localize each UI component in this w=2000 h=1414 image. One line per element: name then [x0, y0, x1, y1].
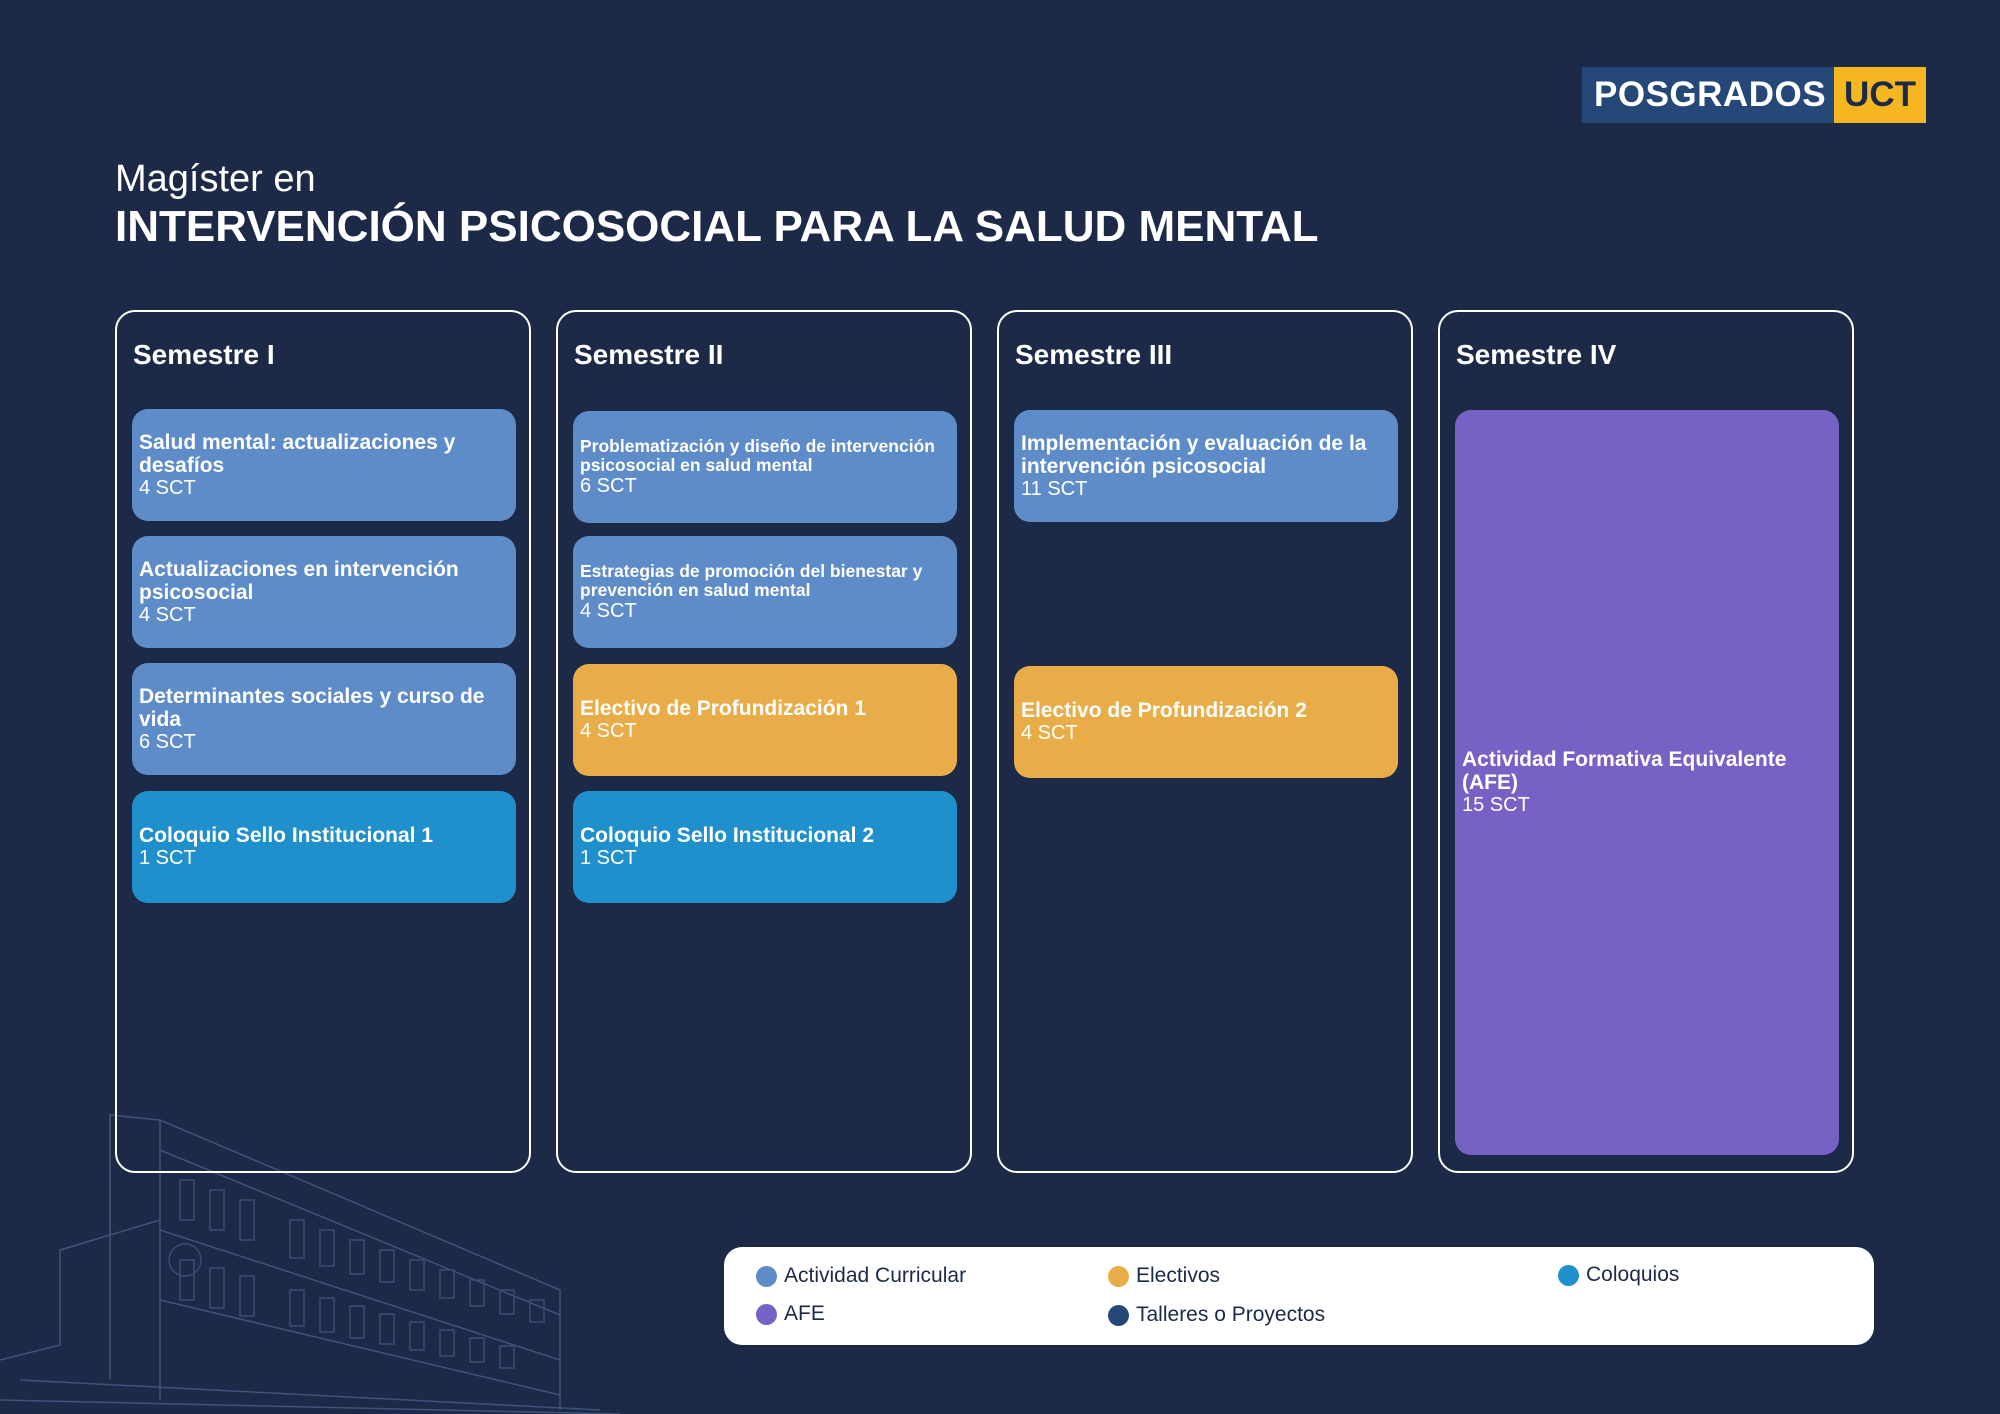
course-name: Electivo de Profundización 2: [1021, 699, 1307, 722]
course-card: Coloquio Sello Institucional 2 1 SCT: [573, 791, 957, 903]
legend-dot-icon: [1108, 1304, 1129, 1326]
course-credits: 1 SCT: [139, 847, 196, 869]
course-card: Implementación y evaluación de la interv…: [1014, 410, 1398, 522]
course-card: Actualizaciones en intervención psicosoc…: [132, 536, 516, 648]
course-credits: 4 SCT: [139, 603, 196, 626]
course-name: Actualizaciones en intervención psicosoc…: [139, 557, 459, 604]
course-credits: 4 SCT: [139, 476, 196, 499]
course-name: Implementación y evaluación de la interv…: [1021, 431, 1367, 478]
semester-1-column: Semestre I Salud mental: actualizaciones…: [115, 310, 531, 1173]
course-credits: 4 SCT: [580, 720, 637, 742]
course-credits: 11 SCT: [1021, 477, 1088, 500]
course-credits: 4 SCT: [580, 599, 637, 622]
course-card: Determinantes sociales y curso de vida 6…: [132, 663, 516, 775]
course-name: Estrategias de promoción del bienestar y…: [580, 560, 923, 600]
legend-label: Talleres o Proyectos: [1136, 1303, 1326, 1326]
legend-dot-icon: [756, 1265, 777, 1287]
legend-label: AFE: [784, 1302, 825, 1325]
legend-item-electivos: Electivos: [1108, 1264, 1220, 1288]
program-title: INTERVENCIÓN PSICOSOCIAL PARA LA SALUD M…: [115, 202, 1319, 251]
semester-title: Semestre II: [574, 339, 724, 370]
course-credits: 6 SCT: [139, 730, 196, 753]
program-title-prefix: Magíster en: [115, 158, 316, 200]
course-card: Estrategias de promoción del bienestar y…: [573, 536, 957, 648]
course-credits: 1 SCT: [580, 847, 637, 869]
semester-title: Semestre I: [133, 339, 275, 370]
legend-item-talleres: Talleres o Proyectos: [1108, 1303, 1325, 1327]
logo-text-uct: UCT: [1834, 67, 1926, 123]
legend-label: Coloquios: [1586, 1263, 1680, 1286]
course-card: Problematización y diseño de intervenció…: [573, 411, 957, 523]
semester-3-column: Semestre III Implementación y evaluación…: [997, 310, 1413, 1173]
building-illustration: [0, 1114, 620, 1414]
legend-dot-icon: [1108, 1265, 1129, 1287]
legend-item-afe: AFE: [756, 1302, 825, 1326]
course-name: Coloquio Sello Institucional 1: [139, 824, 434, 847]
course-name: Salud mental: actualizaciones y desafíos: [139, 430, 456, 477]
legend: Actividad Curricular Electivos Coloquios…: [724, 1247, 1874, 1345]
semester-4-column: Semestre IV Actividad Formativa Equivale…: [1438, 310, 1854, 1173]
course-credits: 6 SCT: [580, 474, 637, 497]
legend-dot-icon: [1558, 1264, 1579, 1286]
course-credits: 4 SCT: [1021, 722, 1078, 744]
course-card: Actividad Formativa Equivalente (AFE) 15…: [1455, 410, 1839, 1155]
course-name: Coloquio Sello Institucional 2: [580, 824, 875, 847]
semester-title: Semestre III: [1015, 339, 1173, 370]
course-card: Electivo de Profundización 2 4 SCT: [1014, 666, 1398, 778]
course-credits: 15 SCT: [1462, 794, 1530, 816]
posgrados-uct-logo: POSGRADOS UCT: [1582, 67, 1926, 123]
course-card: Electivo de Profundización 1 4 SCT: [573, 664, 957, 776]
legend-label: Actividad Curricular: [784, 1264, 967, 1287]
logo-text-posgrados: POSGRADOS: [1582, 67, 1835, 123]
course-name: Determinantes sociales y curso de vida: [139, 684, 485, 731]
course-name: Actividad Formativa Equivalente (AFE): [1462, 748, 1787, 794]
legend-dot-icon: [756, 1303, 777, 1325]
semester-2-column: Semestre II Problematización y diseño de…: [556, 310, 972, 1173]
course-card: Salud mental: actualizaciones y desafíos…: [132, 409, 516, 521]
legend-label: Electivos: [1136, 1264, 1221, 1287]
semester-title: Semestre IV: [1456, 339, 1617, 370]
course-name: Problematización y diseño de intervenció…: [580, 435, 935, 475]
legend-item-curricular: Actividad Curricular: [756, 1264, 966, 1288]
course-card: Coloquio Sello Institucional 1 1 SCT: [132, 791, 516, 903]
legend-item-coloquios: Coloquios: [1558, 1263, 1679, 1287]
course-name: Electivo de Profundización 1: [580, 697, 866, 720]
